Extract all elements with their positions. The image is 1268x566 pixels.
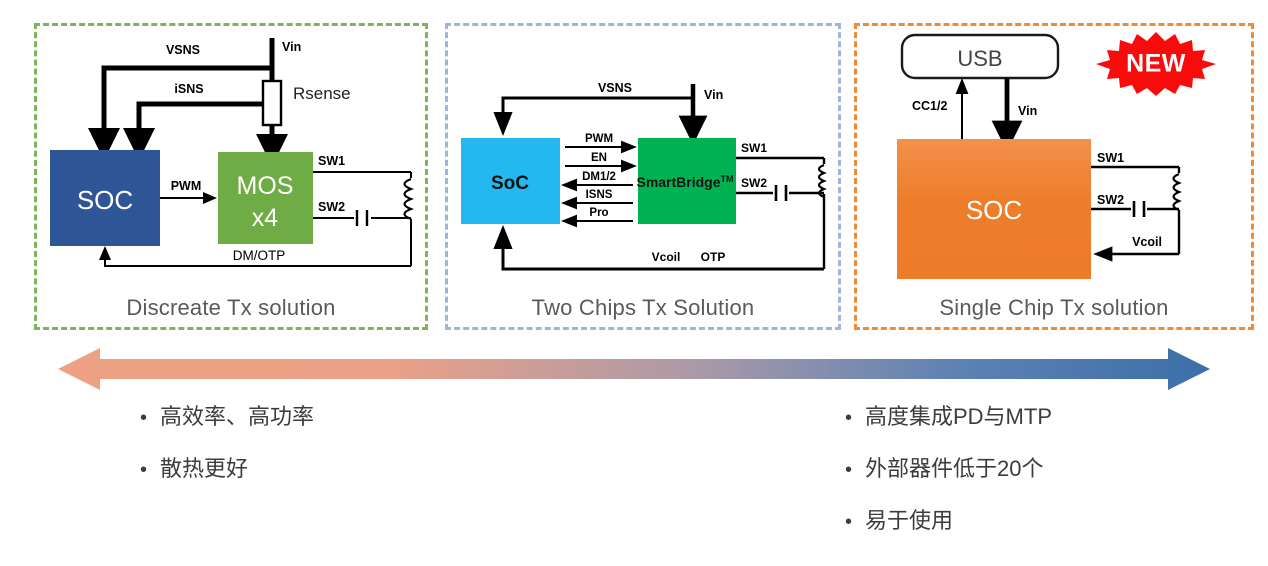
bullet-text: 高效率、高功率 [160, 404, 315, 429]
svg-text:SW1: SW1 [741, 141, 767, 155]
bullet-list-left: • 高效率、高功率 • 散热更好 [140, 406, 314, 510]
list-item: • 散热更好 [140, 456, 314, 481]
bullet-icon: • [845, 459, 853, 481]
new-badge: NEW [1092, 30, 1220, 98]
svg-text:VSNS: VSNS [598, 81, 632, 95]
bullet-text: 易于使用 [865, 508, 954, 533]
bullet-list-right: • 高度集成PD与MTP • 外部器件低于20个 • 易于使用 [845, 406, 1052, 562]
bullet-icon: • [845, 407, 853, 429]
panel-caption-single: Single Chip Tx solution [939, 295, 1169, 320]
svg-text:USB: USB [957, 46, 1002, 71]
list-item: • 易于使用 [845, 508, 1052, 533]
svg-text:SW2: SW2 [741, 176, 767, 190]
panel-caption-discrete: Discreate Tx solution [126, 295, 336, 320]
double-arrow-icon [58, 348, 1210, 390]
bullet-icon: • [140, 407, 148, 429]
svg-text:SoC: SoC [491, 173, 529, 194]
svg-text:Vin: Vin [704, 88, 723, 102]
svg-text:PWM: PWM [585, 133, 613, 145]
svg-text:iSNS: iSNS [174, 82, 203, 96]
twochip-diagram: VSNS Vin PWM EN DM1/2 ISNS Pro SW1 SW2 V… [461, 81, 827, 271]
svg-text:Vin: Vin [1018, 104, 1037, 118]
panel-discrete-tx: VSNS Vin iSNS Rsense PWM SW1 SW2 DM/OTP … [34, 23, 428, 330]
svg-text:SW1: SW1 [318, 154, 345, 168]
svg-text:Vcoil: Vcoil [652, 250, 681, 264]
single-diagram: USB CC1/2 Vin SW1 SW2 Vcoil SOC [897, 33, 1182, 279]
svg-text:Vin: Vin [282, 40, 301, 54]
svg-text:SW2: SW2 [1097, 193, 1124, 207]
svg-text:DM/OTP: DM/OTP [233, 248, 286, 263]
svg-text:SW1: SW1 [1097, 151, 1124, 165]
svg-text:x4: x4 [252, 204, 279, 232]
svg-text:VSNS: VSNS [166, 43, 200, 57]
starburst-icon [1096, 32, 1216, 96]
svg-text:SmartBridgeTM: SmartBridgeTM [636, 174, 733, 190]
svg-text:MOS: MOS [237, 172, 294, 200]
svg-text:Rsense: Rsense [293, 84, 351, 103]
svg-text:Pro: Pro [589, 207, 608, 219]
svg-text:SOC: SOC [77, 185, 133, 215]
svg-text:PWM: PWM [171, 179, 202, 193]
bullet-text: 高度集成PD与MTP [865, 404, 1053, 429]
gradient-direction-arrow [58, 348, 1210, 390]
new-badge-label: NEW [1126, 49, 1186, 78]
bullet-text: 散热更好 [160, 456, 249, 481]
svg-text:SW2: SW2 [318, 200, 345, 214]
bullet-icon: • [140, 459, 148, 481]
discrete-diagram: VSNS Vin iSNS Rsense PWM SW1 SW2 DM/OTP … [50, 38, 415, 267]
list-item: • 高度集成PD与MTP [845, 404, 1053, 429]
svg-text:DM1/2: DM1/2 [582, 171, 616, 183]
svg-text:SOC: SOC [966, 195, 1022, 225]
panel-caption-twochip: Two Chips Tx Solution [531, 295, 755, 320]
panel-two-chips-tx: VSNS Vin PWM EN DM1/2 ISNS Pro SW1 SW2 V… [445, 23, 841, 330]
panel-single-chip-tx: USB CC1/2 Vin SW1 SW2 Vcoil SOC Single C… [854, 23, 1254, 330]
svg-text:Vcoil: Vcoil [1132, 235, 1162, 249]
bullet-icon: • [845, 511, 853, 533]
bullet-text: 外部器件低于20个 [865, 456, 1044, 481]
svg-text:OTP: OTP [701, 250, 726, 264]
svg-text:ISNS: ISNS [586, 189, 613, 201]
svg-text:EN: EN [591, 152, 607, 164]
list-item: • 高效率、高功率 [140, 404, 315, 429]
list-item: • 外部器件低于20个 [845, 456, 1052, 481]
svg-text:CC1/2: CC1/2 [912, 99, 947, 113]
